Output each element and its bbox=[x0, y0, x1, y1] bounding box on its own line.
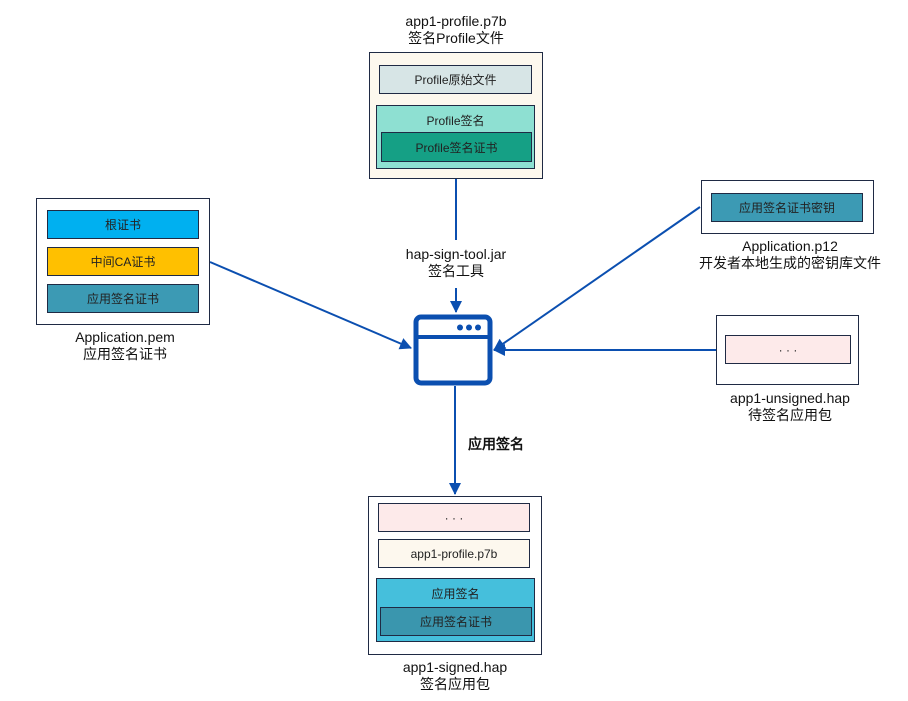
profile-caption: app1-profile.p7b 签名Profile文件 bbox=[370, 13, 542, 47]
app-cert-block: 应用签名证书 bbox=[47, 284, 199, 313]
p12-subtitle: 开发者本地生成的密钥库文件 bbox=[699, 255, 881, 271]
p12-to-tool-arrow bbox=[493, 206, 701, 351]
signed-signature-label: 应用签名 bbox=[431, 587, 480, 601]
signed-signature-cert-block: 应用签名证书 bbox=[380, 607, 532, 636]
ca-cert-label: 中间CA证书 bbox=[90, 255, 156, 269]
app-cert-label: 应用签名证书 bbox=[86, 292, 159, 306]
signed-profile-label: app1-profile.p7b bbox=[410, 546, 498, 561]
app-key-label: 应用签名证书密钥 bbox=[738, 201, 835, 215]
profile-raw-file-label: Profile原始文件 bbox=[414, 73, 497, 87]
profile-signature-cert-label: Profile签名证书 bbox=[415, 140, 498, 155]
pem-title: Application.pem bbox=[75, 329, 175, 345]
signed-subtitle: 签名应用包 bbox=[420, 676, 490, 692]
pem-caption: Application.pem 应用签名证书 bbox=[36, 329, 214, 363]
action-label: 应用签名 bbox=[468, 436, 524, 452]
profile-subtitle: 签名Profile文件 bbox=[408, 30, 504, 46]
app-key-block: 应用签名证书密钥 bbox=[711, 193, 863, 222]
profile-signature-label: Profile签名 bbox=[426, 114, 485, 128]
profile-raw-file-block: Profile原始文件 bbox=[379, 65, 532, 94]
root-cert-block: 根证书 bbox=[47, 210, 199, 239]
p12-title: Application.p12 bbox=[742, 238, 838, 254]
signed-content-label: · · · bbox=[444, 510, 464, 525]
pem-to-tool-arrow bbox=[209, 261, 412, 350]
tool-caption: hap-sign-tool.jar 签名工具 bbox=[376, 246, 536, 280]
profile-title: app1-profile.p7b bbox=[405, 13, 507, 29]
tool-title: hap-sign-tool.jar bbox=[405, 246, 507, 262]
app-window-icon bbox=[413, 314, 493, 386]
unsigned-content-block: · · · bbox=[725, 335, 851, 364]
unsigned-title: app1-unsigned.hap bbox=[730, 390, 850, 406]
pem-subtitle: 应用签名证书 bbox=[83, 346, 167, 362]
p12-caption: Application.p12 开发者本地生成的密钥库文件 bbox=[680, 238, 900, 272]
unsigned-content-label: · · · bbox=[778, 342, 798, 357]
signed-signature-cert-label: 应用签名证书 bbox=[419, 615, 492, 629]
unsigned-caption: app1-unsigned.hap 待签名应用包 bbox=[690, 390, 890, 424]
signed-caption: app1-signed.hap 签名应用包 bbox=[368, 659, 542, 693]
signed-profile-block: app1-profile.p7b bbox=[378, 539, 530, 568]
ca-cert-block: 中间CA证书 bbox=[47, 247, 199, 276]
root-cert-label: 根证书 bbox=[104, 218, 141, 232]
signed-title: app1-signed.hap bbox=[402, 659, 508, 675]
unsigned-subtitle: 待签名应用包 bbox=[748, 407, 832, 423]
signed-content-block: · · · bbox=[378, 503, 530, 532]
tool-subtitle: 签名工具 bbox=[428, 263, 484, 279]
profile-signature-cert-block: Profile签名证书 bbox=[381, 132, 532, 162]
